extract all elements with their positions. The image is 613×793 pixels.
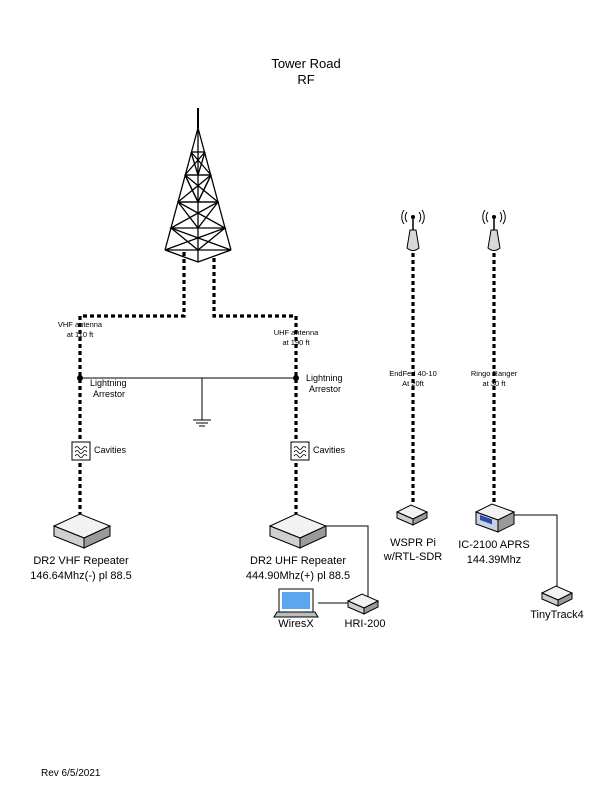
tinytrack-label: TinyTrack4 xyxy=(530,609,584,621)
vhf-arrestor-node xyxy=(77,375,83,381)
endfed-height: At 20ft xyxy=(402,379,425,388)
uhf-cavities-label: Cavities xyxy=(313,445,346,455)
wspr-pi-icon xyxy=(396,504,428,526)
wiresx-label: WiresX xyxy=(278,618,314,630)
vhf-cavities-label: Cavities xyxy=(94,445,127,455)
endfed-label: EndFed 40-10 xyxy=(389,369,437,378)
laptop-icon xyxy=(273,588,319,618)
aprs-radio-icon xyxy=(474,503,516,533)
tower-icon xyxy=(164,108,232,263)
uhf-arrestor-node xyxy=(293,375,299,381)
endfed-antenna-icon xyxy=(400,209,426,252)
vhf-repeater-freq: 146.64Mhz(-) pl 88.5 xyxy=(30,570,132,582)
uhf-repeater-icon xyxy=(269,513,327,549)
vhf-cavity-icon xyxy=(71,441,91,461)
title-line-1: Tower Road xyxy=(271,56,340,71)
hri200-label: HRI-200 xyxy=(345,618,386,630)
uhf-cavity-icon xyxy=(290,441,310,461)
ringo-antenna-icon xyxy=(481,209,507,252)
revision-label: Rev 6/5/2021 xyxy=(41,768,101,779)
uhf-arrestor-label-2: Arrestor xyxy=(309,384,341,394)
uhf-antenna-height: at 190 ft xyxy=(282,338,310,347)
vhf-antenna-label: VHF antenna xyxy=(58,320,103,329)
aprs-label: IC-2100 APRS xyxy=(458,539,530,551)
vhf-repeater-icon xyxy=(53,513,111,549)
hri200-icon xyxy=(347,593,379,615)
vhf-arrestor-label-2: Arrestor xyxy=(93,389,125,399)
vhf-antenna-height: at 110 ft xyxy=(67,330,94,339)
uhf-repeater-freq: 444.90Mhz(+) pl 88.5 xyxy=(246,570,350,582)
vhf-repeater-name: DR2 VHF Repeater xyxy=(33,555,129,567)
uhf-arrestor-label-1: Lightning xyxy=(306,373,343,383)
wspr-label: WSPR Pi xyxy=(390,537,436,549)
uhf-repeater-name: DR2 UHF Repeater xyxy=(250,555,346,567)
ringo-height: at 30 ft xyxy=(483,379,507,388)
uhf-antenna-label: UHF antenna xyxy=(274,328,319,337)
title-line-2: RF xyxy=(297,72,314,87)
ground-icon xyxy=(193,419,211,427)
tinytrack-icon xyxy=(541,585,573,607)
ringo-label: Ringo Ranger xyxy=(471,369,518,378)
vhf-arrestor-label-1: Lightning xyxy=(90,378,127,388)
aprs-freq: 144.39Mhz xyxy=(467,554,521,566)
wspr-sub-label: w/RTL-SDR xyxy=(383,551,443,563)
